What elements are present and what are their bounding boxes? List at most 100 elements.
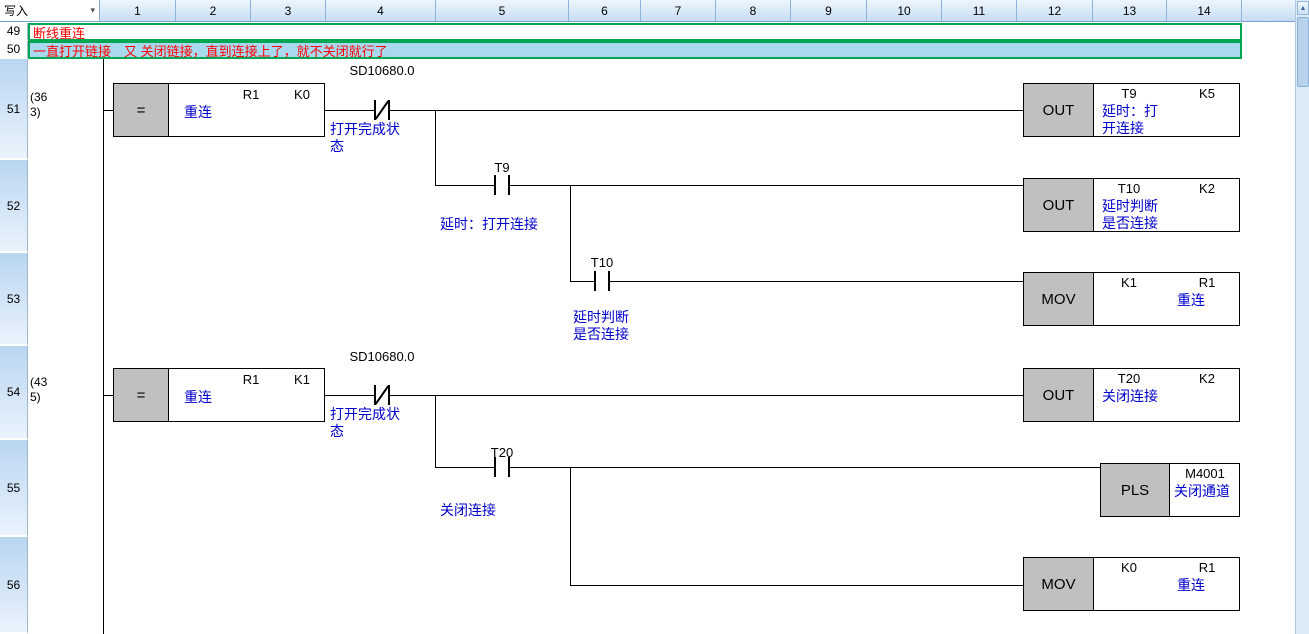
mov-operand2-53: R1: [1198, 275, 1216, 290]
column-header-10: 10: [867, 0, 942, 21]
column-header-6: 6: [569, 0, 641, 21]
mov-operand2-comment-56: 重连: [1177, 577, 1205, 593]
no-contact-52[interactable]: [494, 175, 510, 195]
out-coil-block-54[interactable]: OUT T20 K2 关闭连接: [1023, 368, 1240, 422]
rung-51-wire: [103, 110, 1023, 111]
row-number-51: 51: [0, 59, 28, 160]
column-header-filler: [1242, 0, 1295, 21]
coil-device-52: T10: [1117, 181, 1141, 196]
row-number-49: 49: [0, 23, 28, 41]
row-number-56: 56: [0, 537, 28, 634]
compare-body-54: R1 重连 K1: [169, 369, 324, 421]
scroll-up-button[interactable]: ▲: [1297, 1, 1309, 15]
rung-56-wire: [570, 585, 1023, 586]
rung-54-wire: [103, 395, 1023, 396]
mov-mnemonic-56: MOV: [1024, 558, 1094, 610]
coil-body-52: T10 K2 延时判断是否连接: [1094, 179, 1239, 231]
row-number-50: 50: [0, 41, 28, 59]
compare-block-51[interactable]: = R1 重连 K0: [113, 83, 325, 137]
contact-comment-55: 关闭连接: [440, 502, 496, 518]
statement-row-50[interactable]: 一直打开链接 又 关闭链接，直到连接上了，就不关闭就行了: [28, 41, 1242, 59]
operand1-comment-51: 重连: [184, 104, 212, 120]
contact-bar: [388, 385, 390, 405]
contact-bar: [594, 271, 596, 291]
out-coil-block-52[interactable]: OUT T10 K2 延时判断是否连接: [1023, 178, 1240, 232]
dropdown-arrow-icon[interactable]: ▾: [90, 5, 95, 15]
mov-operand2-56: R1: [1198, 560, 1216, 575]
column-header-13: 13: [1093, 0, 1167, 21]
row-number-54: 54: [0, 346, 28, 440]
contact-comment-53: 延时判断是否连接: [573, 309, 629, 342]
column-header-9: 9: [791, 0, 867, 21]
no-contact-53[interactable]: [594, 271, 610, 291]
coil-value-52: K2: [1199, 181, 1215, 196]
mov-mnemonic-53: MOV: [1024, 273, 1094, 325]
column-header-12: 12: [1017, 0, 1093, 21]
row-number-53: 53: [0, 253, 28, 346]
operand2-51: K0: [294, 87, 310, 102]
branch-wire-52-53: [570, 185, 571, 282]
coil-body-54: T20 K2 关闭连接: [1094, 369, 1239, 421]
statement-row-49[interactable]: 断线重连: [28, 23, 1242, 41]
branch-wire-55-56: [570, 467, 571, 586]
coil-body-51: T9 K5 延时：打开连接: [1094, 84, 1239, 136]
contact-device-label-52: T9: [494, 160, 510, 175]
mov-body-53: K1 R1 重连: [1094, 273, 1239, 325]
pls-body-55: M4001 关闭通道: [1170, 464, 1239, 516]
contact-bar: [494, 175, 496, 195]
row-number-52: 52: [0, 160, 28, 253]
nc-contact-51[interactable]: [374, 100, 390, 120]
coil-mnemonic-54: OUT: [1024, 369, 1094, 421]
coil-comment-52: 延时判断是否连接: [1102, 198, 1158, 231]
out-coil-block-51[interactable]: OUT T9 K5 延时：打开连接: [1023, 83, 1240, 137]
compare-operator-51: =: [114, 84, 169, 136]
coil-value-51: K5: [1199, 86, 1215, 101]
nc-contact-54[interactable]: [374, 385, 390, 405]
operand2-54: K1: [294, 372, 310, 387]
column-header-8: 8: [716, 0, 791, 21]
mov-operand2-comment-53: 重连: [1177, 292, 1205, 308]
column-header-3: 3: [251, 0, 326, 21]
scroll-up-icon: ▲: [1299, 4, 1307, 12]
mov-operand1-56: K0: [1121, 560, 1137, 575]
rung-55-wire: [435, 467, 1100, 468]
contact-comment-54: 打开完成状态: [330, 406, 400, 439]
write-mode-cell[interactable]: 写入 ▾: [0, 0, 100, 21]
column-header-11: 11: [942, 0, 1017, 21]
compare-operator-54: =: [114, 369, 169, 421]
mov-block-56[interactable]: MOV K0 R1 重连: [1023, 557, 1240, 611]
contact-bar: [374, 100, 376, 120]
contact-bar: [508, 175, 510, 195]
contact-bar: [494, 457, 496, 477]
contact-comment-52: 延时：打开连接: [440, 216, 538, 232]
branch-wire-54-55: [435, 395, 436, 468]
compare-block-54[interactable]: = R1 重连 K1: [113, 368, 325, 422]
branch-wire-51-52: [435, 110, 436, 186]
statement-text-50: 一直打开链接 又 关闭链接，直到连接上了，就不关闭就行了: [33, 43, 388, 59]
no-contact-55[interactable]: [494, 457, 510, 477]
compare-body-51: R1 重连 K0: [169, 84, 324, 136]
left-power-rail: [103, 59, 104, 634]
mov-operand1-53: K1: [1121, 275, 1137, 290]
coil-mnemonic-51: OUT: [1024, 84, 1094, 136]
coil-device-51: T9: [1121, 86, 1137, 101]
mov-block-53[interactable]: MOV K1 R1 重连: [1023, 272, 1240, 326]
column-header-4: 4: [326, 0, 436, 21]
pls-block-55[interactable]: PLS M4001 关闭通道: [1100, 463, 1240, 517]
nc-slash-icon: [374, 385, 390, 405]
column-header-2: 2: [176, 0, 251, 21]
row-number-55: 55: [0, 440, 28, 537]
contact-device-label-51: SD10680.0: [349, 63, 415, 78]
scrollbar-thumb[interactable]: [1297, 17, 1309, 87]
coil-mnemonic-52: OUT: [1024, 179, 1094, 231]
operand1-54: R1: [242, 372, 260, 387]
contact-bar: [388, 100, 390, 120]
pls-operand1-55: M4001: [1185, 466, 1225, 481]
mov-body-56: K0 R1 重连: [1094, 558, 1239, 610]
rung-52-wire: [435, 185, 1023, 186]
operand1-comment-54: 重连: [184, 389, 212, 405]
coil-device-54: T20: [1117, 371, 1141, 386]
vertical-scrollbar[interactable]: ▲: [1295, 0, 1309, 634]
contact-bar: [508, 457, 510, 477]
